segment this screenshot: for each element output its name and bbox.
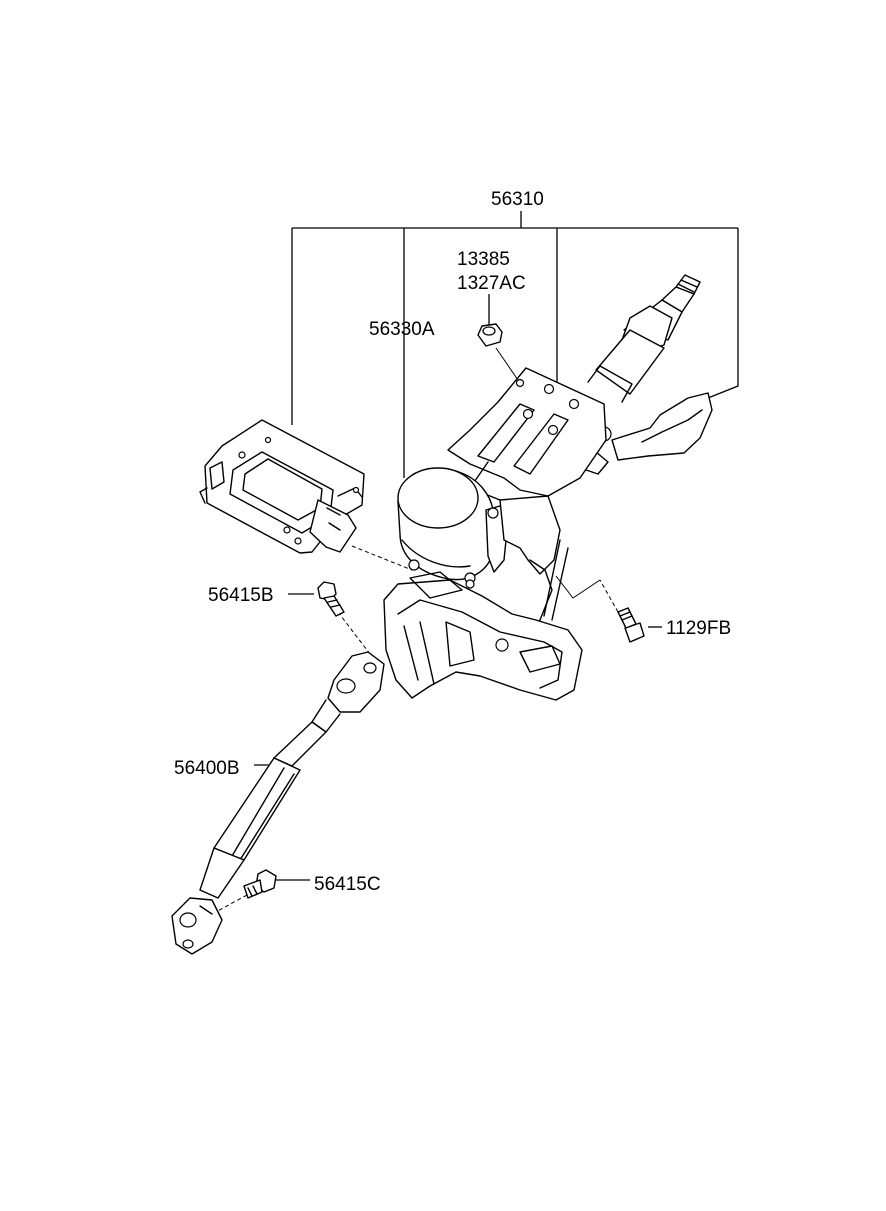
label-13385: 13385 [457,249,510,270]
label-56415c: 56415C [314,874,381,895]
bolt-56415b [317,581,345,617]
label-56415b: 56415B [208,585,274,606]
label-56400b: 56400B [174,758,240,779]
steering-column-assembly [383,274,713,701]
label-56330a: 56330A [369,319,435,340]
bolt-1129fb [617,607,645,643]
label-1129fb: 1129FB [666,618,731,639]
label-56310: 56310 [491,189,544,210]
label-1327ac: 1327AC [457,273,526,294]
nut-13385 [477,323,503,347]
bolt-56415c [243,869,277,899]
leader-lines [213,211,739,914]
intermediate-shaft-56400b [171,651,385,955]
control-unit [199,419,365,554]
